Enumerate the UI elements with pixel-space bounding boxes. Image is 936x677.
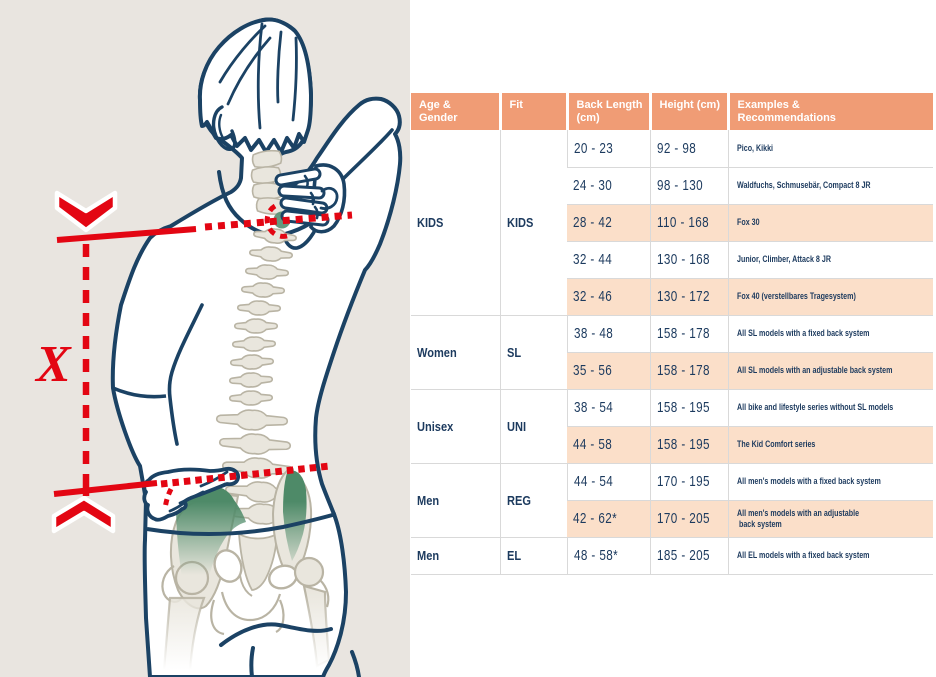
svg-text:X: X xyxy=(34,336,72,393)
